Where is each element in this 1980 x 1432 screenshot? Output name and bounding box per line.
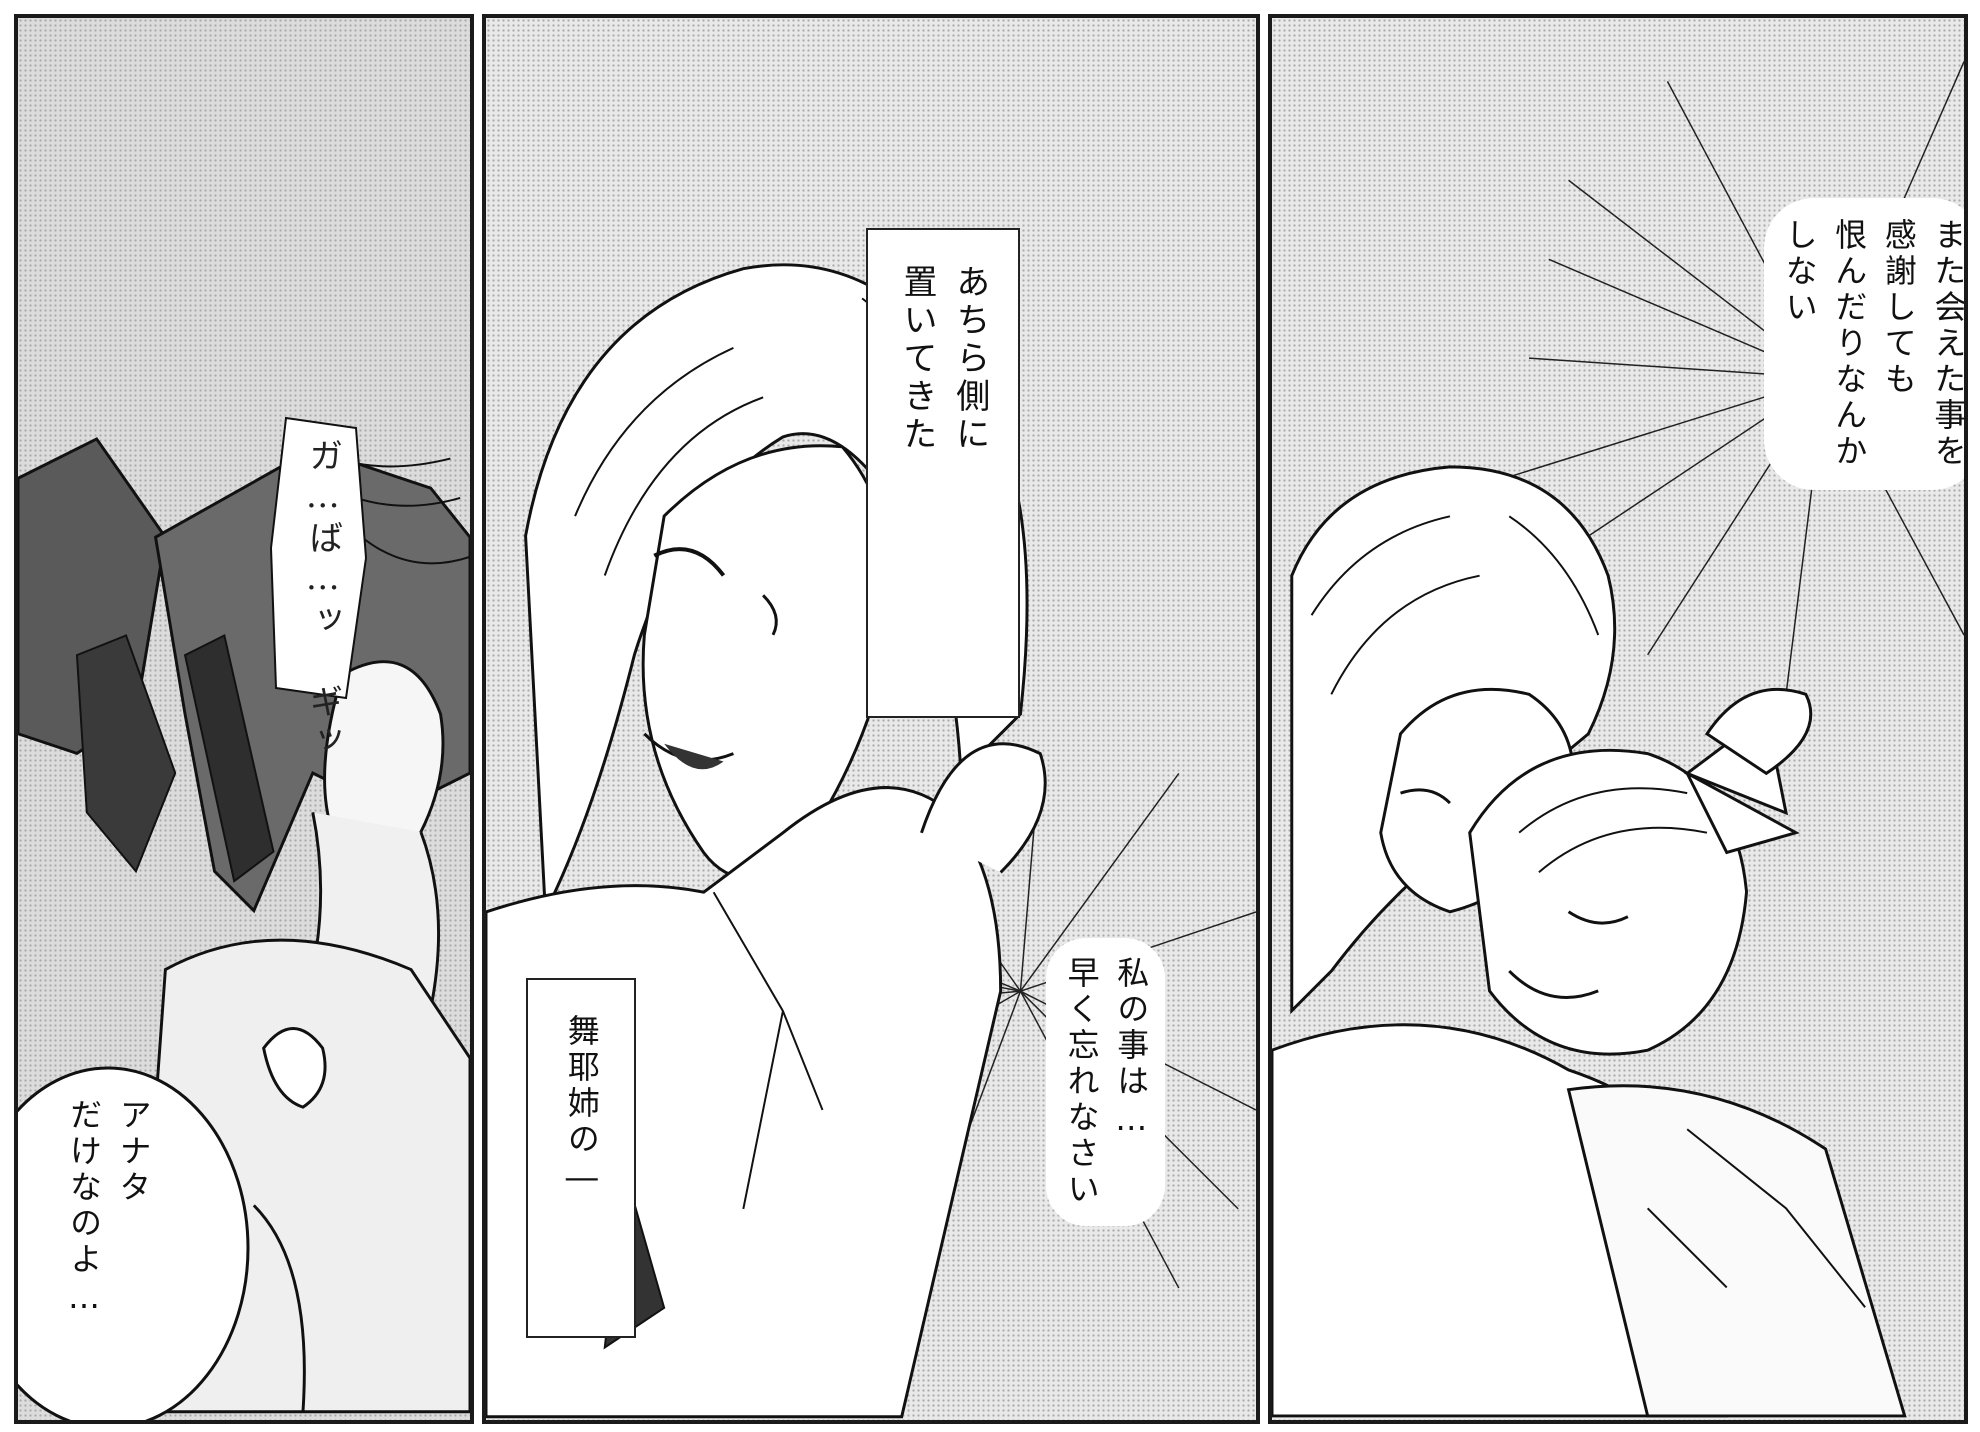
- panel-left: ガ…ば…ッ ギッ アナタ だけなのよ…: [14, 14, 474, 1424]
- panel-right: また会えた事を 感謝しても 恨んだりなんか しない: [1268, 14, 1968, 1424]
- caption-top-text: あちら側に 置いてきた: [897, 264, 990, 454]
- speech-bubble-text: アナタ だけなのよ…: [65, 1098, 153, 1320]
- sound-effect: ガ…ば…ッ ギッ: [266, 408, 376, 760]
- panel-center: あちら側に 置いてきた 舞耶姉の― 私の事は… 早く忘れなさい: [482, 14, 1260, 1424]
- burst-text: また会えた事を 感謝しても 恨んだりなんか しない: [1764, 198, 1964, 490]
- caption-bottom-text: 舞耶姉の―: [562, 1014, 601, 1200]
- caption-box-bottom: 舞耶姉の―: [526, 978, 636, 1338]
- speech-bubble: アナタ だけなのよ…: [18, 1058, 258, 1420]
- figure-lineart: [1272, 61, 1964, 1418]
- burst-text-content: また会えた事を 感謝しても 恨んだりなんか しない: [1764, 198, 1964, 490]
- caption-box-top: あちら側に 置いてきた: [866, 228, 1020, 718]
- burst-text-content: 私の事は… 早く忘れなさい: [1046, 938, 1166, 1226]
- burst-text: 私の事は… 早く忘れなさい: [1046, 938, 1166, 1226]
